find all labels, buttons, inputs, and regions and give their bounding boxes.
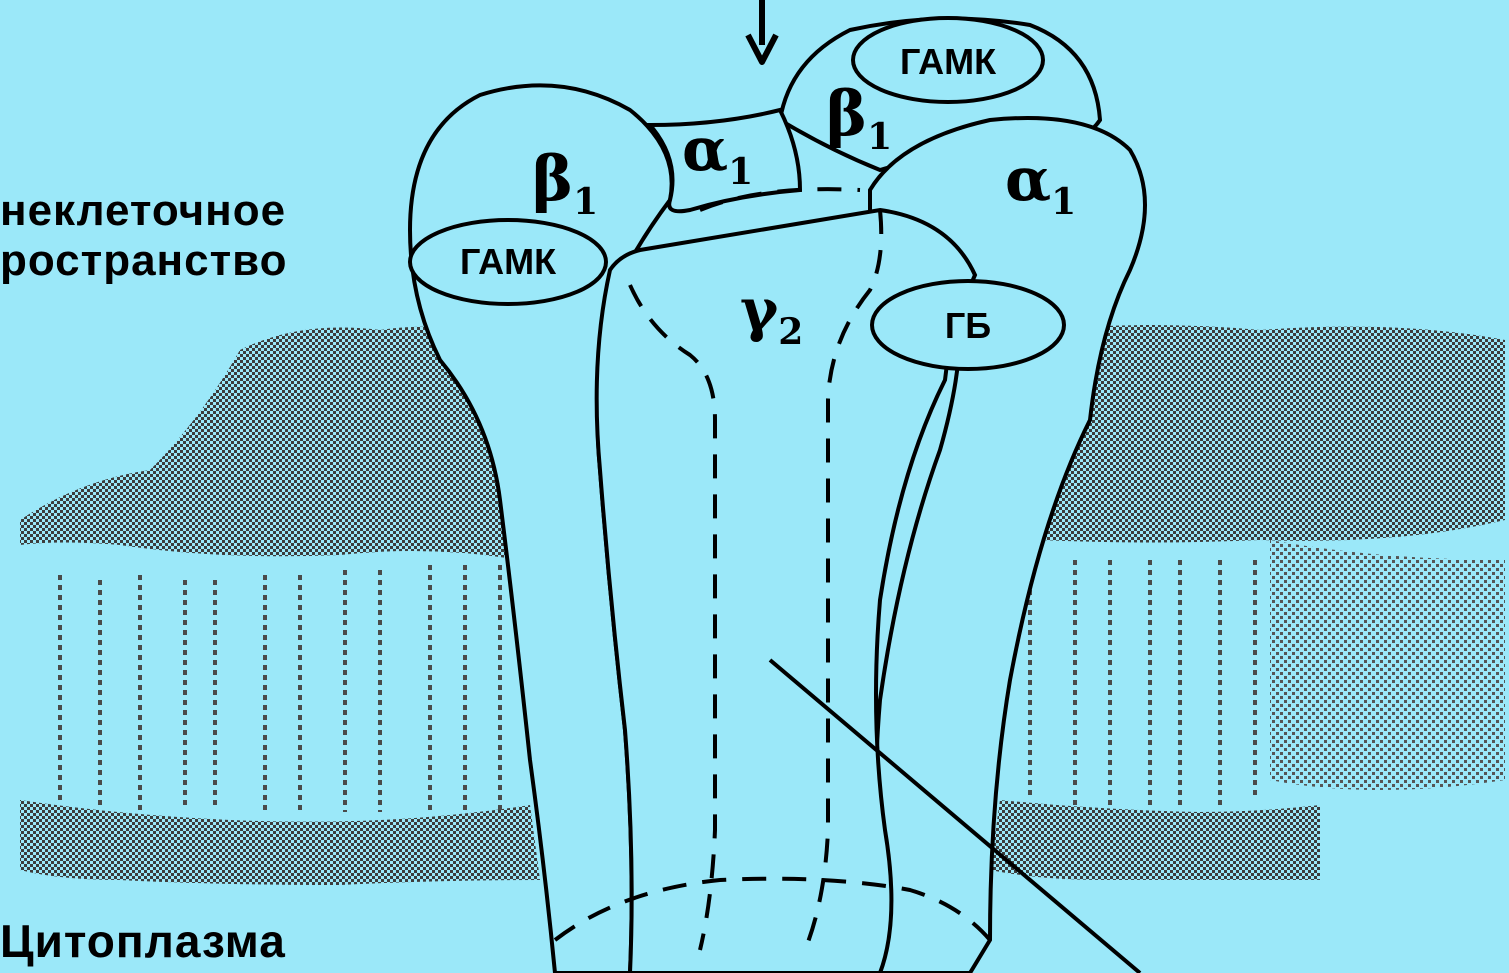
gb-label: ГБ [945, 305, 991, 346]
membrane-left [20, 327, 540, 885]
gaba-top-label: ГАМК [900, 41, 997, 82]
gaba-left-label: ГАМК [460, 241, 557, 282]
arrow-down-icon [748, 0, 776, 62]
